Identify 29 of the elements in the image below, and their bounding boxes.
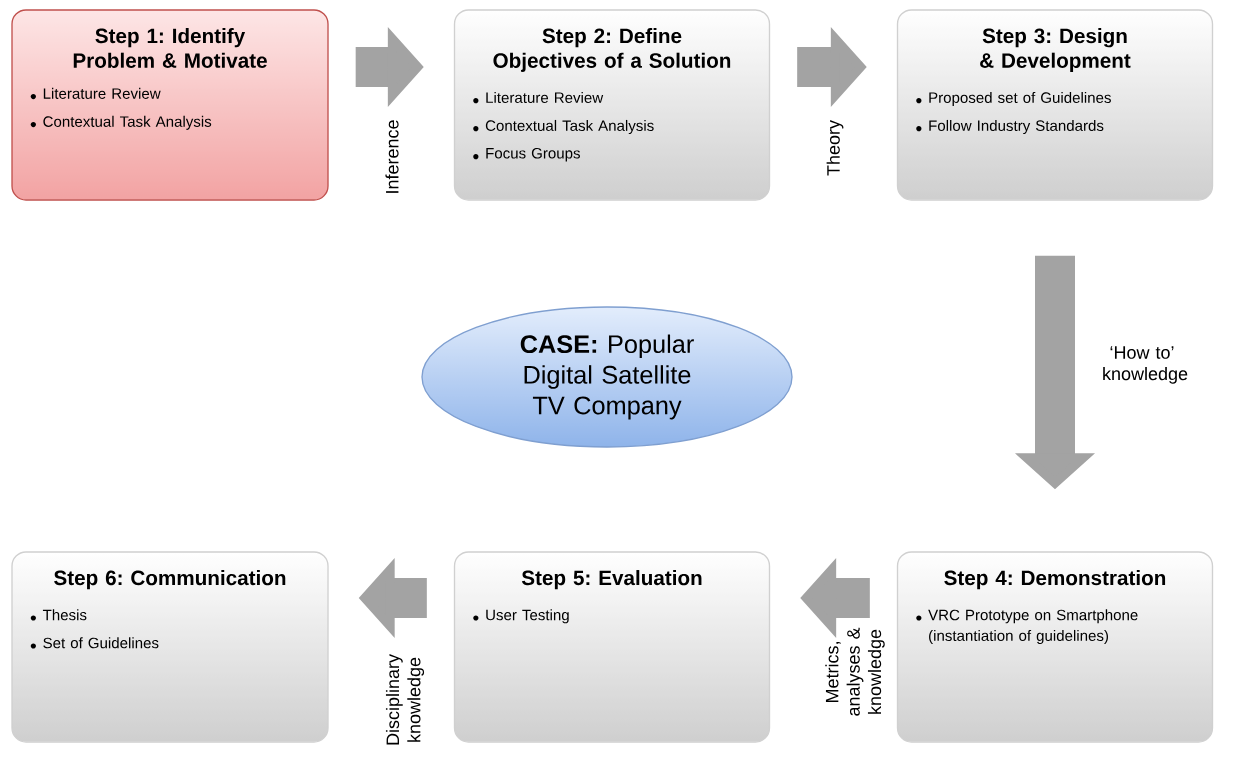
bullet-item: Follow Industry Standards — [916, 119, 1104, 134]
edge-label: Disciplinary knowledge — [385, 654, 425, 745]
edge-label: ‘How to’ knowledge — [1103, 346, 1188, 384]
bullet-item: Literature Review — [30, 87, 161, 100]
step-box — [453, 9, 771, 201]
step-heading: Step 5: Evaluation — [521, 570, 702, 590]
bullet-item: Contextual Task Analysis — [473, 119, 654, 134]
step-box — [896, 9, 1214, 201]
edge-label: Metrics, analyses & knowledge — [825, 627, 885, 716]
bullet-item: User Testing — [473, 609, 569, 624]
step-box — [11, 9, 329, 201]
bullet-item: Focus Groups — [473, 147, 580, 162]
bullet-item: VRC Prototype on Smartphone (instantiation of guidelines) — [916, 609, 1138, 644]
step-heading: Step 4: Demonstration — [944, 570, 1166, 590]
bullet-item: Thesis — [30, 609, 87, 621]
step-heading: Step 3: Design & Development — [980, 28, 1131, 72]
step-heading: Step 1: Identify Problem & Motivate — [73, 28, 267, 68]
bullet-item: Set of Guidelines — [30, 637, 159, 649]
bullet-item: Literature Review — [473, 91, 604, 104]
step-box — [11, 551, 329, 743]
bullet-item: Contextual Task Analysis — [30, 115, 212, 130]
step-box — [453, 551, 771, 743]
case-text: CASE: Popular Digital Satellite TV Company — [520, 334, 694, 420]
step-heading: Step 6: Communication — [54, 570, 286, 590]
edge-label: Inference — [385, 120, 399, 193]
step-box — [896, 551, 1214, 743]
step-heading: Step 2: Define Objectives of a Solution — [493, 28, 731, 72]
bullet-item: Proposed set of Guidelines — [916, 91, 1111, 106]
edge-label: Theory — [826, 120, 844, 176]
